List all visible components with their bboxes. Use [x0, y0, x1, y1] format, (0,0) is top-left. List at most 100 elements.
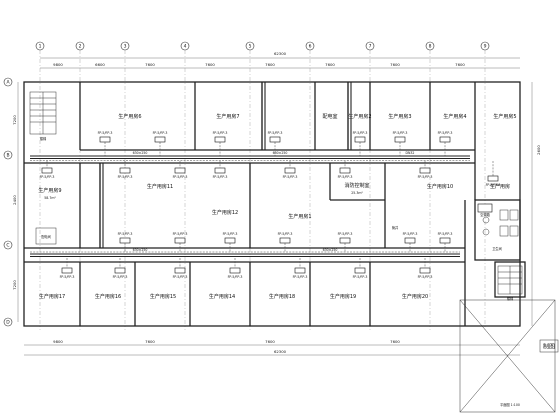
- bay-dim-8: 7600: [455, 62, 465, 67]
- room-label: 生产用房7: [216, 113, 239, 120]
- svg-text:FP-5/FP-3: FP-5/FP-3: [268, 131, 283, 135]
- fan-coil-unit: FP-5/FP-3: [438, 232, 452, 252]
- room-label: 生产用房10: [427, 183, 453, 190]
- room-area: 58.7m²: [44, 196, 56, 200]
- svg-text:6: 6: [309, 44, 312, 50]
- vertical-ducts: [99, 82, 352, 248]
- fan-coil-unit: FP-5/FP-3: [353, 131, 368, 156]
- room-label: 生产用房11: [147, 183, 173, 190]
- bay-dim-7: 7600: [390, 62, 400, 67]
- room-label: 生产用房15: [150, 293, 176, 300]
- fcu-bottom-row: FP-5/FP-3 FP-5/FP-3 FP-5/FP-3 FP-5/FP-3 …: [60, 258, 432, 279]
- svg-text:FP-5/FP-3: FP-5/FP-3: [153, 131, 168, 135]
- room-label: 消防控制室: [344, 182, 369, 189]
- fan-coil-unit: FP-5/FP-3: [418, 258, 432, 279]
- axis-bubble-5: 5: [245, 41, 255, 330]
- svg-text:5: 5: [249, 44, 252, 50]
- svg-text:7: 7: [369, 44, 372, 50]
- svg-text:FP-5/FP-3: FP-5/FP-3: [283, 175, 298, 179]
- fan-coil-unit: FP-5/FP-3: [153, 131, 168, 156]
- rooms-top: 生产用房6 生产用房7 配电室 生产用房2 生产用房3 生产用房4 生产用房5: [118, 113, 516, 120]
- stair-left: 楼梯: [29, 91, 57, 141]
- bay-dim-6: 7600: [325, 62, 335, 67]
- svg-text:D: D: [6, 320, 10, 326]
- svg-text:FP-5/FP-3: FP-5/FP-3: [60, 275, 75, 279]
- duct-tag: 630×250: [133, 248, 148, 252]
- svg-text:FP-5/FP-3: FP-5/FP-3: [118, 232, 133, 236]
- fan-coil-unit: FP-5/FP-3: [268, 131, 283, 156]
- stair-right-label: 楼梯: [507, 296, 514, 301]
- svg-text:4: 4: [184, 44, 187, 50]
- bay-dim-b7: 7600: [390, 339, 400, 344]
- fan-coil-unit: FP-5/FP-3: [118, 232, 133, 252]
- small-room-left-label: 配电间: [41, 234, 51, 239]
- fan-coil-unit: FP-5/FP-3: [173, 161, 188, 179]
- room-label: 生产用房4: [443, 113, 466, 120]
- rooms-bottom: 生产用房17 生产用房16 生产用房15 生产用房14 生产用房18 生产用房1…: [39, 293, 428, 300]
- fan-coil-unit: FP-5/FP-3: [60, 258, 75, 279]
- room-label: 生产用房16: [95, 293, 121, 300]
- svg-text:FP-5/FP-3: FP-5/FP-3: [438, 131, 453, 135]
- svg-text:C: C: [6, 243, 9, 249]
- svg-text:FP-5/FP-3: FP-5/FP-3: [403, 232, 418, 236]
- svg-text:FP-5/FP-3: FP-5/FP-3: [173, 175, 188, 179]
- bay-dim-b3: 7600: [145, 339, 155, 344]
- room-label: 生产用房6: [118, 113, 141, 120]
- axis-bubble-6: 6: [305, 41, 315, 330]
- top-bay-dimensions: 9800 6600 7600 7600 7600 7600 7600 7600: [40, 62, 520, 69]
- svg-text:FP-5/FP-3: FP-5/FP-3: [278, 232, 293, 236]
- left-dim-1: 7200: [12, 115, 17, 125]
- svg-text:空调箱: 空调箱: [480, 212, 490, 217]
- fan-coil-unit: FP-5/FP-3: [353, 258, 367, 279]
- svg-text:A: A: [6, 80, 10, 86]
- stair-left-label: 楼梯: [40, 136, 47, 141]
- fan-coil-unit: FP-5/FP-3: [393, 131, 407, 156]
- rooms-mid: 生产用房9 58.7m² 生产用房11 生产用房12 生产用房1 消防控制室 2…: [38, 182, 510, 230]
- toilet-area: 卫生间: [482, 209, 519, 251]
- stair-right: 楼梯: [497, 265, 523, 301]
- fan-coil-unit: FP-5/FP-3: [228, 258, 243, 279]
- title-block-label: 制图: [543, 343, 555, 351]
- svg-text:FP-5/FP-3: FP-5/FP-3: [40, 175, 55, 179]
- svg-text:FP-5/FP-3: FP-5/FP-3: [293, 275, 308, 279]
- axis-bubble-9: 9: [480, 41, 490, 330]
- duct-tag: 630×250: [323, 248, 338, 252]
- fan-coil-unit: FP-5/FP-3: [438, 131, 453, 156]
- left-dim-2: 2400: [12, 195, 17, 205]
- right-dimensions: 2600: [531, 82, 541, 326]
- axis-bubble-B: B: [3, 150, 13, 160]
- overall-dimension: 62300: [40, 51, 520, 59]
- axis-bubble-1: 1: [35, 41, 45, 330]
- title-block-sub: 平面图 1:100: [500, 403, 520, 407]
- svg-text:FP-5/FP-3: FP-5/FP-3: [353, 131, 368, 135]
- fan-coil-unit: FP-5/FP-3: [98, 131, 112, 156]
- svg-text:8: 8: [429, 44, 432, 50]
- fan-coil-unit: FP-5/FP-3: [173, 258, 187, 279]
- room-label: 生产用房9: [38, 187, 61, 194]
- svg-text:FP-5/FP-3: FP-5/FP-3: [338, 175, 353, 179]
- room-area: 25.3m²: [351, 191, 363, 195]
- fan-coil-unit: FP-5/FP-3: [283, 161, 298, 179]
- fan-coil-unit: FP-5/FP-3: [338, 232, 352, 252]
- svg-text:FP-5/FP-3: FP-5/FP-3: [228, 275, 243, 279]
- fan-coil-unit: FP-5/FP-3: [403, 232, 418, 252]
- room-label: 生产用房17: [39, 293, 65, 300]
- svg-text:9: 9: [484, 44, 487, 50]
- room-label: 生产用房12: [212, 209, 238, 216]
- bottom-bay-dimensions: 9800 7600 7600 7600 62300: [24, 339, 520, 356]
- fcu-top-row: FP-5/FP-3 FP-5/FP-3 FP-5/FP-3 FP-5/FP-3 …: [98, 131, 453, 156]
- svg-text:B: B: [6, 153, 9, 159]
- svg-text:FP-5/FP-3: FP-5/FP-3: [223, 232, 238, 236]
- fan-coil-unit: FP-5/FP-3: [278, 232, 293, 252]
- axis-bubble-C: C: [3, 240, 13, 250]
- right-dim: 2600: [536, 145, 541, 155]
- svg-text:FP-5/FP-3: FP-5/FP-3: [213, 131, 228, 135]
- pipe-tag: DN32: [406, 151, 415, 155]
- fcu-mid-row: FP-5/FP-3 FP-5/FP-3 FP-5/FP-3 FP-5/FP-3 …: [40, 161, 500, 187]
- svg-text:3: 3: [124, 44, 127, 50]
- mid-marker: 管井: [392, 225, 398, 230]
- fan-coil-unit: FP-5/FP-3: [113, 258, 127, 279]
- fan-coil-unit: FP-5/FP-3: [418, 161, 432, 179]
- fan-coil-unit: FP-5/FP-3: [338, 161, 353, 179]
